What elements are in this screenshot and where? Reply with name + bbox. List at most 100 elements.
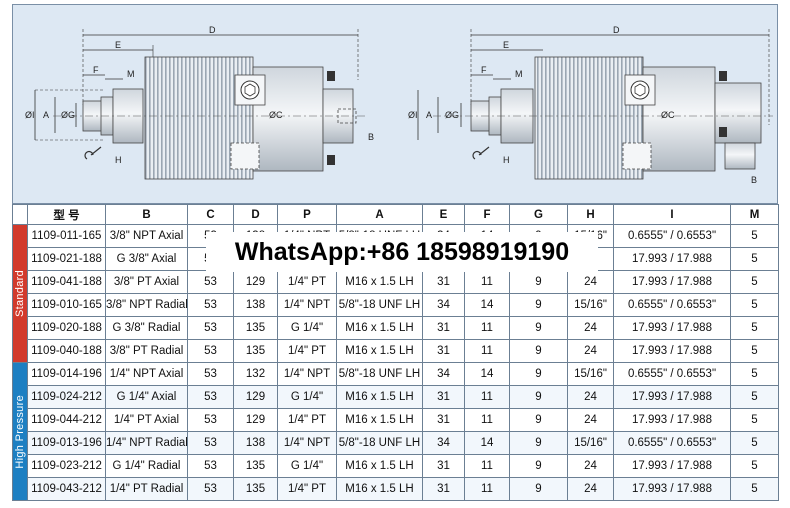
cell-b: 3/8" PT Radial <box>105 339 188 363</box>
cell-i: 0.6555" / 0.6553" <box>613 362 731 386</box>
dim-label-g: ØG <box>61 110 75 120</box>
cell-g: 9 <box>509 316 568 340</box>
cell-model: 1109-013-196 <box>27 431 106 455</box>
cell-f: 11 <box>464 339 510 363</box>
cell-d: 132 <box>233 362 278 386</box>
cell-m: 5 <box>730 224 779 248</box>
cell-model: 1109-041-188 <box>27 270 106 294</box>
cell-i: 17.993 / 17.988 <box>613 454 731 478</box>
cell-model: 1109-010-165 <box>27 293 106 317</box>
cell-c: 53 <box>187 270 234 294</box>
cell-c: 53 <box>187 477 234 501</box>
cell-i: 17.993 / 17.988 <box>613 408 731 432</box>
dim-label-d: D <box>613 25 620 35</box>
cell-b: 1/4" NPT Radial <box>105 431 188 455</box>
cell-m: 5 <box>730 270 779 294</box>
cell-c: 53 <box>187 362 234 386</box>
cell-f: 11 <box>464 454 510 478</box>
dim-label-h: H <box>503 155 510 165</box>
dim-label-f: F <box>93 65 99 75</box>
cell-b: 1/4" PT Radial <box>105 477 188 501</box>
rotary-union-drawings: D E F M ØI A ØG ØC H B <box>25 25 773 185</box>
cell-b: G 3/8" Axial <box>105 247 188 271</box>
cell-f: 14 <box>464 362 510 386</box>
cell-i: 17.993 / 17.988 <box>613 316 731 340</box>
cell-a: M16 x 1.5 LH <box>336 270 423 294</box>
cell-m: 5 <box>730 477 779 501</box>
cell-h: 15/16" <box>567 293 614 317</box>
cell-e: 34 <box>422 362 465 386</box>
cell-f: 14 <box>464 431 510 455</box>
cell-e: 31 <box>422 385 465 409</box>
column-header-b: B <box>105 204 188 225</box>
cell-model: 1109-021-188 <box>27 247 106 271</box>
cell-model: 1109-044-212 <box>27 408 106 432</box>
dim-label-m: M <box>127 69 135 79</box>
cell-a: M16 x 1.5 LH <box>336 385 423 409</box>
cell-f: 11 <box>464 408 510 432</box>
cell-g: 9 <box>509 339 568 363</box>
dim-label-h: H <box>115 155 122 165</box>
cell-b: 3/8" PT Axial <box>105 270 188 294</box>
dim-label-f: F <box>481 65 487 75</box>
cell-e: 31 <box>422 316 465 340</box>
cell-m: 5 <box>730 247 779 271</box>
dim-label-i: ØI <box>408 110 418 120</box>
cell-model: 1109-014-196 <box>27 362 106 386</box>
cell-b: G 1/4" Axial <box>105 385 188 409</box>
group-label-text: Standard <box>14 269 26 318</box>
cell-h: 24 <box>567 316 614 340</box>
radial-union-drawing: D E F M ØI A ØG ØC H B <box>408 25 773 185</box>
column-header-model: 型 号 <box>27 204 106 225</box>
cell-h: 24 <box>567 339 614 363</box>
cell-c: 53 <box>187 454 234 478</box>
group-header-cell <box>12 204 28 225</box>
cell-c: 53 <box>187 385 234 409</box>
cell-m: 5 <box>730 362 779 386</box>
cell-m: 5 <box>730 431 779 455</box>
dim-label-a: A <box>426 110 432 120</box>
group-label-high-pressure: High Pressure <box>12 362 28 501</box>
cell-model: 1109-023-212 <box>27 454 106 478</box>
cell-p: 1/4" PT <box>277 270 337 294</box>
cell-g: 9 <box>509 293 568 317</box>
dim-label-e: E <box>115 40 121 50</box>
cell-d: 135 <box>233 316 278 340</box>
cell-p: 1/4" PT <box>277 339 337 363</box>
cell-d: 135 <box>233 339 278 363</box>
cell-model: 1109-011-165 <box>27 224 106 248</box>
cell-a: 5/8"-18 UNF LH <box>336 293 423 317</box>
cell-h: 24 <box>567 385 614 409</box>
cell-f: 11 <box>464 477 510 501</box>
cell-i: 0.6555" / 0.6553" <box>613 293 731 317</box>
cell-e: 31 <box>422 339 465 363</box>
cell-d: 129 <box>233 270 278 294</box>
cell-d: 129 <box>233 385 278 409</box>
cell-f: 11 <box>464 385 510 409</box>
dim-label-c: ØC <box>269 110 283 120</box>
cell-a: M16 x 1.5 LH <box>336 454 423 478</box>
cell-d: 135 <box>233 477 278 501</box>
cell-c: 53 <box>187 316 234 340</box>
dim-label-e: E <box>503 40 509 50</box>
dim-label-b: B <box>368 132 374 142</box>
cell-f: 14 <box>464 293 510 317</box>
cell-b: 3/8" NPT Axial <box>105 224 188 248</box>
cell-i: 0.6555" / 0.6553" <box>613 431 731 455</box>
cell-b: 3/8" NPT Radial <box>105 293 188 317</box>
cell-i: 17.993 / 17.988 <box>613 385 731 409</box>
cell-e: 31 <box>422 270 465 294</box>
table-header-row: 型 号 B C D P A E F G H I M <box>12 204 779 225</box>
cell-a: M16 x 1.5 LH <box>336 408 423 432</box>
dim-label-g: ØG <box>445 110 459 120</box>
cell-p: 1/4" PT <box>277 477 337 501</box>
cell-model: 1109-043-212 <box>27 477 106 501</box>
cell-g: 9 <box>509 454 568 478</box>
dim-label-d: D <box>209 25 216 35</box>
cell-g: 9 <box>509 477 568 501</box>
cell-p: G 1/4" <box>277 454 337 478</box>
